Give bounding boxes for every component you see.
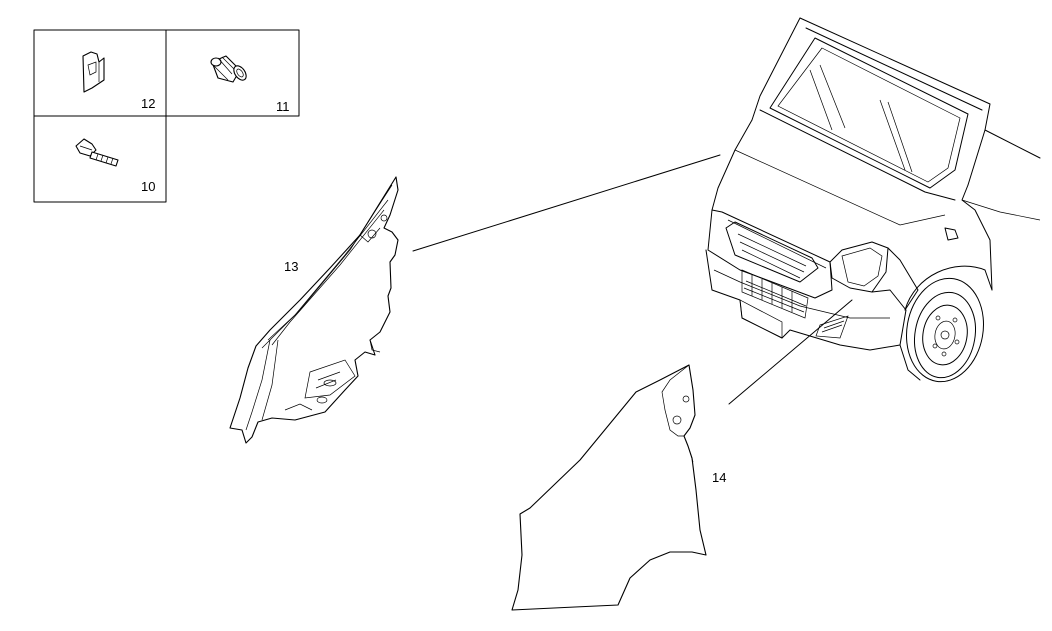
fender-part-14 <box>511 364 707 611</box>
label-12: 12 <box>141 96 155 111</box>
inset-box <box>33 29 300 203</box>
bolt-part-10 <box>75 138 119 167</box>
leader-line-14 <box>728 299 853 405</box>
clip-part-12 <box>82 51 105 93</box>
van-front-illustration <box>705 17 1041 383</box>
label-11: 11 <box>276 99 290 114</box>
leader-line-13 <box>412 154 721 252</box>
inner-panel-part-13 <box>229 176 399 444</box>
plug-part-11 <box>210 55 247 83</box>
label-13: 13 <box>284 259 298 274</box>
label-10: 10 <box>141 179 155 194</box>
label-14: 14 <box>712 470 726 485</box>
